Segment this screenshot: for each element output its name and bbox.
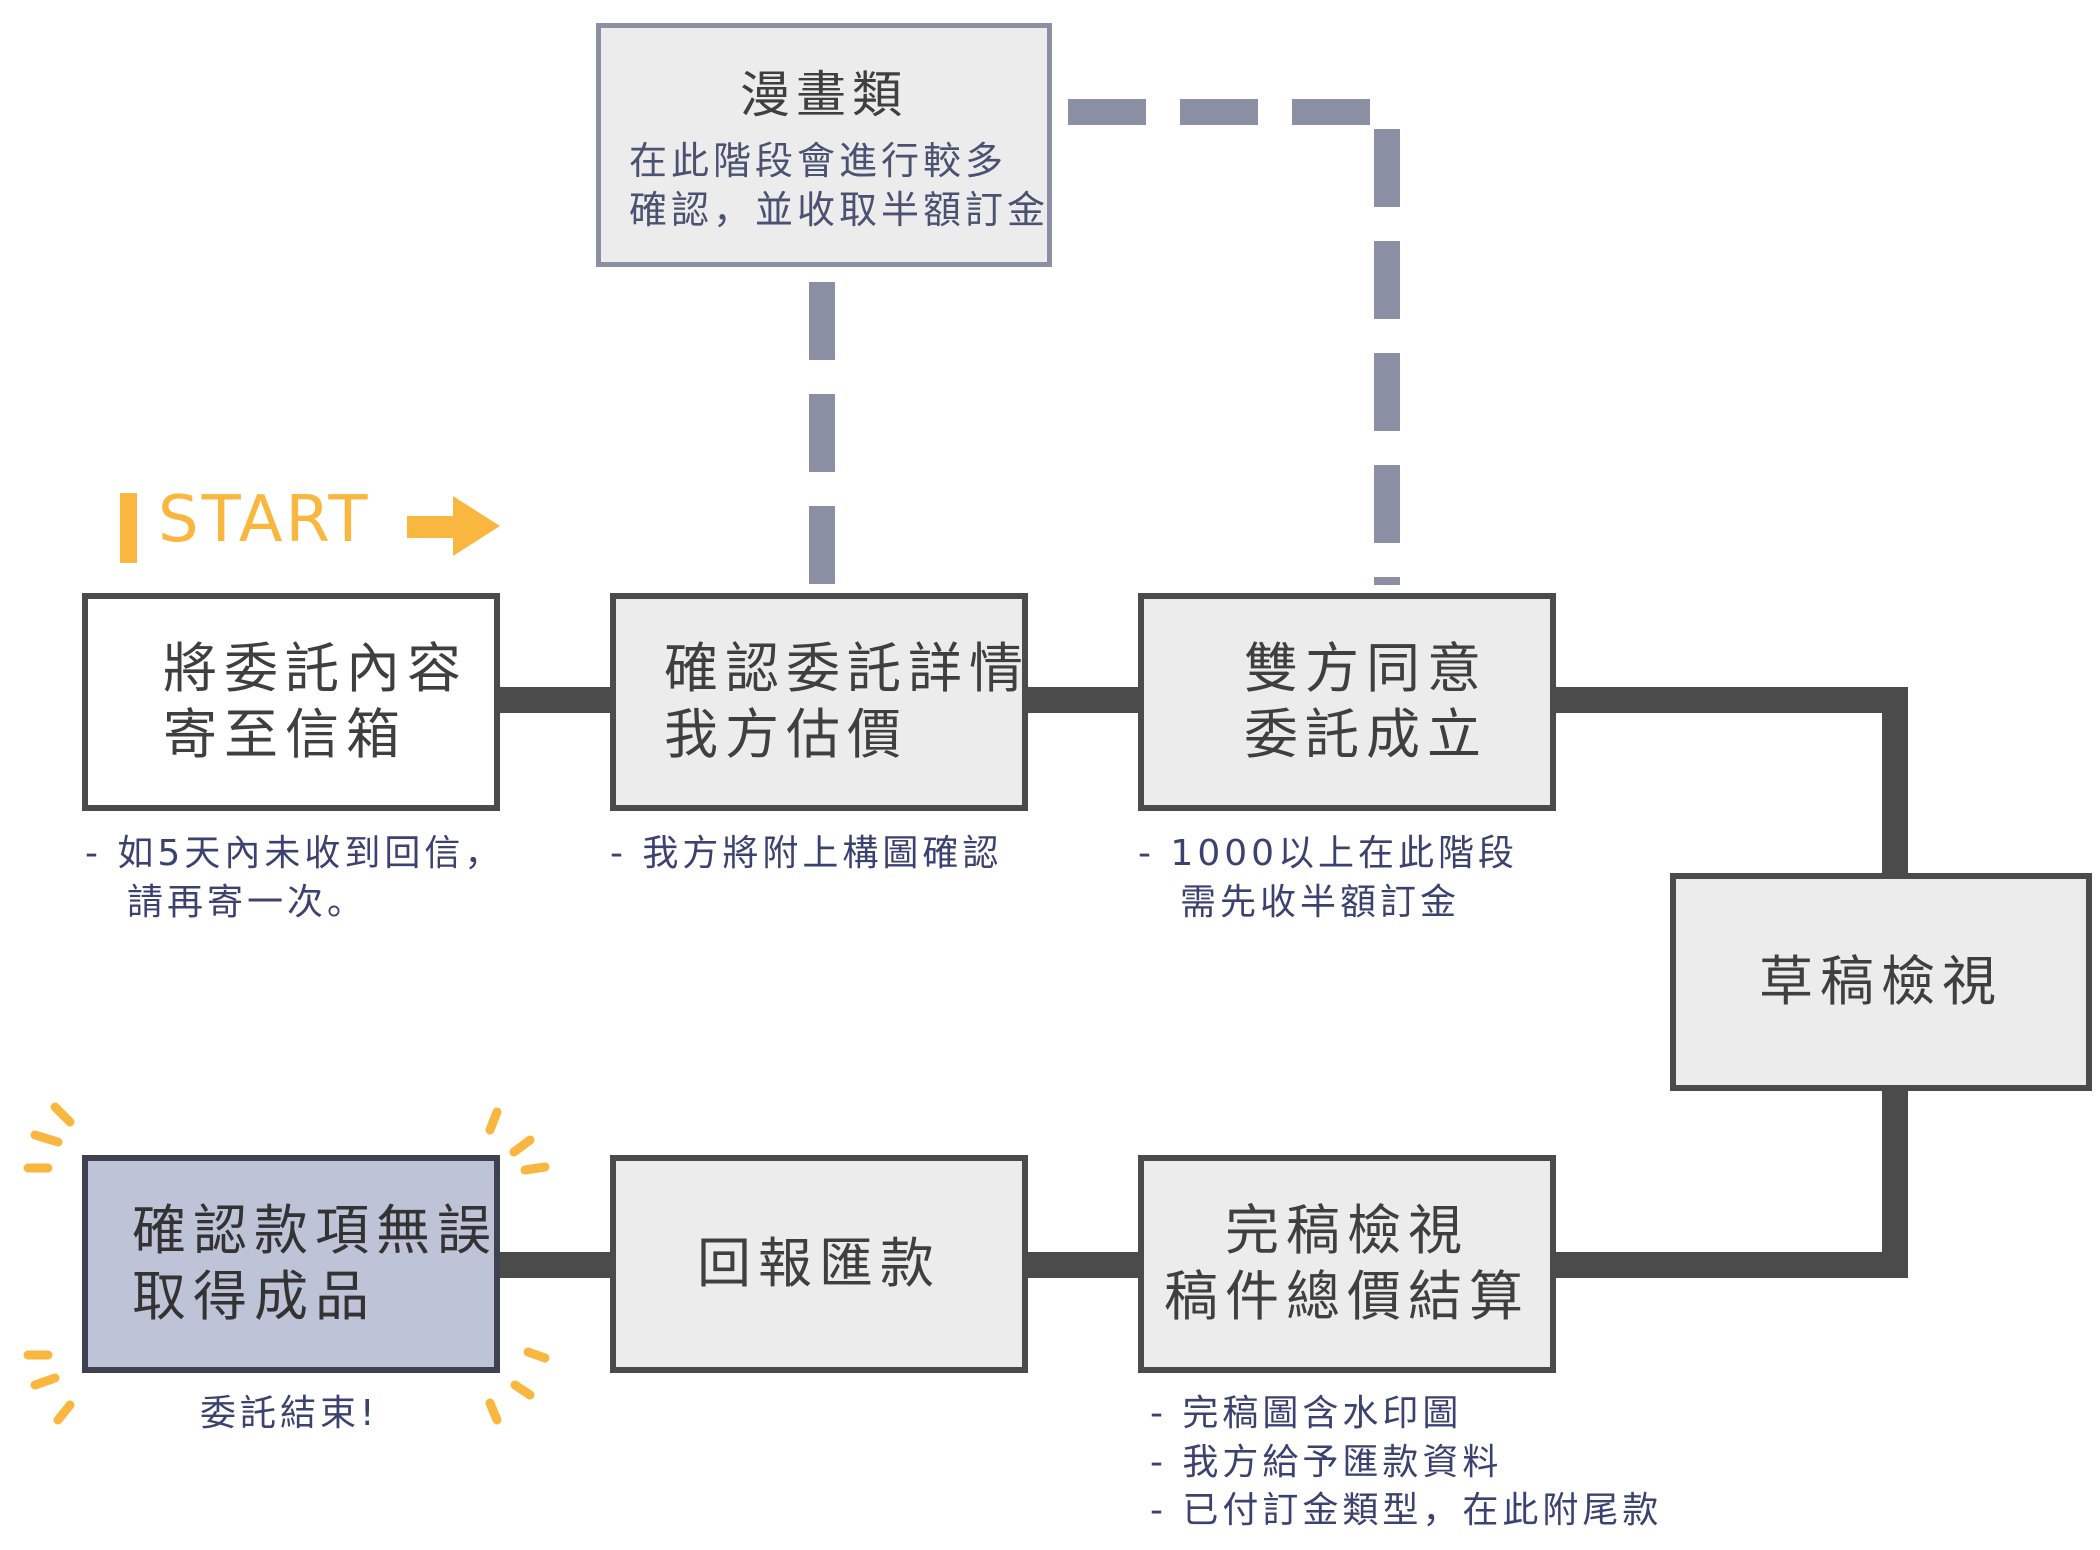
sparkle-icon — [30, 1373, 60, 1390]
step-label-line: 我方估價 — [664, 703, 908, 766]
step-label-line: 回報匯款 — [697, 1232, 941, 1296]
step-label-line: 確認委託詳情 — [664, 637, 1030, 701]
note-line: - 我方給予匯款資料 — [1150, 1441, 1503, 1483]
sparkle-icon — [510, 1380, 535, 1400]
step-final-review: 完稿檢視 稿件總價結算 — [1138, 1155, 1556, 1373]
comic-desc-line: 確認，並收取半額訂金 — [629, 188, 1050, 232]
comic-title: 漫畫類 — [740, 65, 908, 124]
comic-branch-box: 漫畫類 在此階段會進行較多 確認，並收取半額訂金 — [596, 23, 1052, 267]
sparkle-icon-group — [23, 1102, 550, 1425]
note-line: 請再寄一次。 — [127, 881, 368, 923]
step-label-line: 雙方同意 — [1244, 637, 1488, 701]
note-line: - 完稿圖含水印圖 — [1150, 1393, 1463, 1434]
sparkle-icon — [485, 1398, 502, 1425]
step-complete: 確認款項無誤 取得成品 — [82, 1155, 500, 1373]
note-line: 委託結束! — [200, 1393, 379, 1434]
sparkle-icon — [523, 1347, 550, 1363]
note-line: - 如5天內未收到回信， — [85, 833, 505, 874]
step-label-line: 完稿檢視 — [1225, 1199, 1469, 1263]
step-agree-note: - 1000以上在此階段 需先收半額訂金 — [1138, 830, 1518, 927]
sparkle-icon — [30, 1130, 63, 1147]
step-label-line: 委託成立 — [1244, 703, 1488, 766]
start-bar — [120, 493, 137, 563]
step-label-line: 稿件總價結算 — [1164, 1265, 1530, 1328]
step-confirm-note: - 我方將附上構圖確認 — [610, 830, 1002, 879]
step-label-line: 確認款項無誤 — [132, 1199, 498, 1263]
connector-draft-final-review — [1552, 1090, 1908, 1278]
sparkle-icon — [520, 1162, 550, 1175]
comic-desc-line: 在此階段會進行較多 — [629, 138, 1008, 183]
note-line: - 我方將附上構圖確認 — [610, 833, 1003, 874]
start-arrow-icon — [407, 496, 500, 556]
note-line: - 1000以上在此階段 — [1138, 833, 1519, 874]
connector-agree-draft — [1552, 687, 1908, 878]
sparkle-icon — [53, 1400, 75, 1425]
sparkle-icon — [509, 1135, 535, 1157]
sparkle-icon — [50, 1102, 75, 1127]
sparkle-icon — [485, 1107, 502, 1135]
step-complete-note: 委託結束! — [200, 1390, 378, 1439]
note-line: - 已付訂金類型，在此附尾款 — [1150, 1490, 1663, 1532]
start-label: START — [158, 483, 371, 557]
step-confirm-details: 確認委託詳情 我方估價 — [610, 593, 1028, 811]
step-label-line: 草稿檢視 — [1759, 950, 2003, 1014]
step-send-note: - 如5天內未收到回信， 請再寄一次。 — [85, 830, 504, 927]
step-final-review-note: - 完稿圖含水印圖 - 我方給予匯款資料 - 已付訂金類型，在此附尾款 — [1150, 1390, 1662, 1536]
step-label-line: 寄至信箱 — [163, 703, 407, 766]
step-label-line: 取得成品 — [132, 1265, 376, 1328]
step-report-payment: 回報匯款 — [610, 1155, 1028, 1373]
step-mutual-agreement: 雙方同意 委託成立 — [1138, 593, 1556, 811]
step-label-line: 將委託內容 — [163, 637, 468, 701]
step-draft-review: 草稿檢視 — [1670, 873, 2092, 1091]
dashed-comic-to-agree — [1068, 99, 1400, 585]
note-line: 需先收半額訂金 — [1180, 881, 1461, 923]
step-send-to-mailbox: 將委託內容 寄至信箱 — [82, 593, 500, 811]
